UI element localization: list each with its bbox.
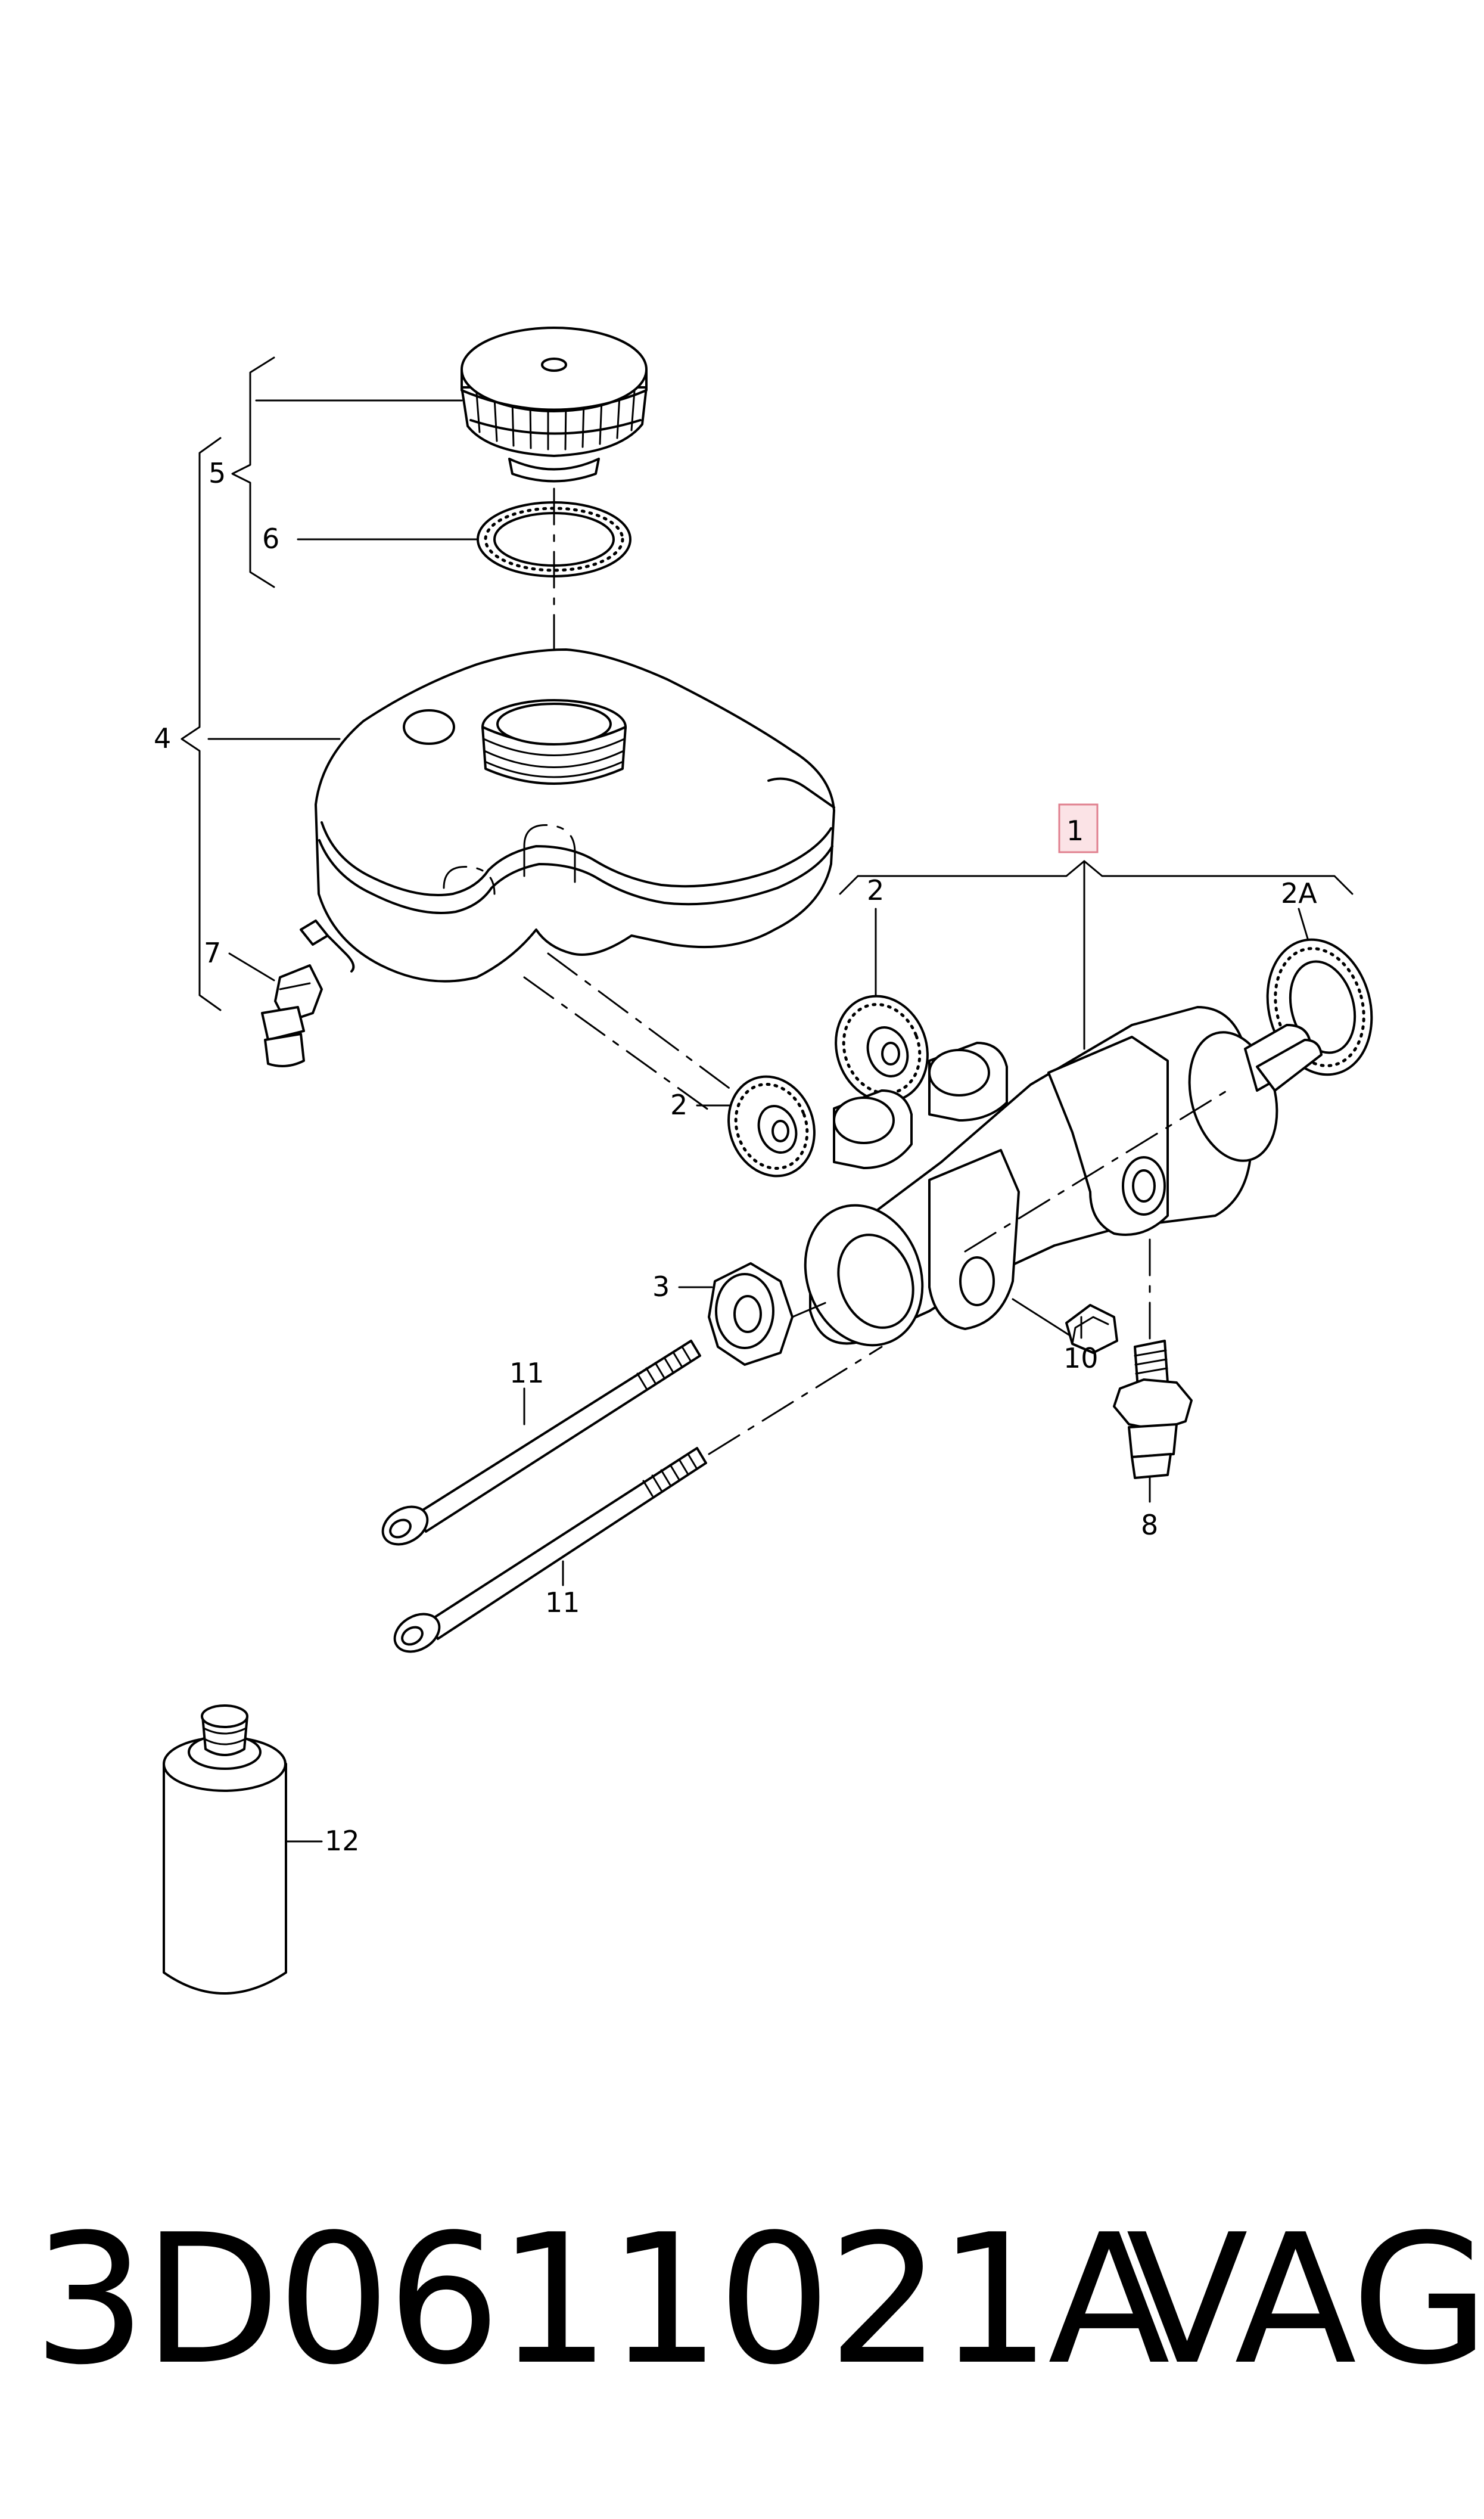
- callout-12[interactable]: 12: [325, 1825, 360, 1857]
- reservoir-cap: [461, 327, 648, 483]
- callout-2a[interactable]: 2A: [1281, 877, 1317, 909]
- grommet-rear: [835, 995, 929, 1103]
- callout-1[interactable]: 1: [1066, 815, 1084, 847]
- callout-5[interactable]: 5: [209, 457, 226, 489]
- callout-7[interactable]: 7: [204, 937, 221, 969]
- grommet-front: [727, 1075, 816, 1178]
- callout-2-lower[interactable]: 2: [670, 1089, 687, 1121]
- sealing-plug: [708, 1262, 835, 1366]
- callout-10[interactable]: 10: [1063, 1342, 1099, 1374]
- callout-3[interactable]: 3: [652, 1271, 670, 1303]
- master-cylinder: [804, 1006, 1323, 1347]
- long-bolt-lower: [393, 1346, 883, 1653]
- callout-2-upper[interactable]: 2: [867, 874, 884, 906]
- callout-6[interactable]: 6: [262, 523, 279, 555]
- brake-fluid-bottle: [163, 1704, 287, 1995]
- leader-lines: [181, 356, 1354, 1843]
- brand-caption: VAG: [1126, 2196, 1484, 2404]
- callout-8[interactable]: 8: [1141, 1509, 1158, 1541]
- highlight-box: [1058, 803, 1099, 853]
- pressure-sensor: [1113, 1238, 1193, 1479]
- part-number-caption: 3D0611021A: [33, 2196, 1170, 2404]
- port-centre-line-upper: [547, 952, 758, 1110]
- screw: [1012, 1298, 1118, 1354]
- callout-4[interactable]: 4: [154, 722, 171, 754]
- brake-fluid-reservoir: [300, 648, 835, 983]
- callout-11-lower[interactable]: 11: [545, 1586, 580, 1619]
- port-centre-line-lower: [523, 976, 716, 1116]
- long-bolt-upper: [381, 1340, 701, 1546]
- callout-11-upper[interactable]: 11: [509, 1357, 545, 1389]
- level-sensor: [261, 964, 323, 1067]
